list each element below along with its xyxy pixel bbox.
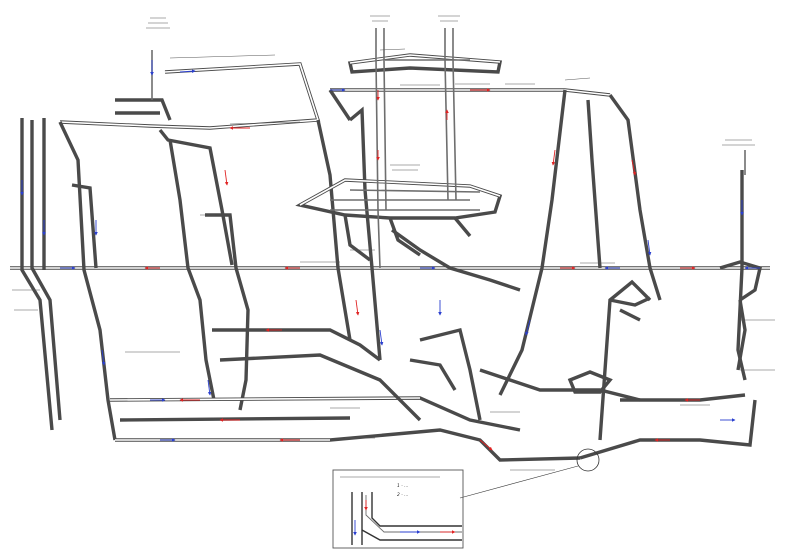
top-chamber	[347, 53, 503, 74]
detail-callout	[459, 448, 600, 499]
central-chamber	[295, 178, 503, 262]
upper-left-gallery	[59, 62, 321, 130]
lower-level-2	[115, 428, 581, 462]
detail-circle	[576, 448, 600, 472]
mine-galleries	[10, 62, 770, 462]
inset-legend-2: 2 - ...	[397, 492, 408, 498]
inset-detail: 1 - ... 2 - ...	[332, 469, 464, 549]
annotation-marks	[12, 15, 775, 471]
lower-right-level	[579, 399, 757, 460]
airflow-arrows-red	[144, 88, 700, 451]
airflow-arrows-blue	[20, 60, 760, 442]
lower-level-1	[109, 396, 521, 432]
inset-legend-1: 1 - ...	[397, 483, 408, 489]
shaft-pipes	[151, 28, 746, 269]
